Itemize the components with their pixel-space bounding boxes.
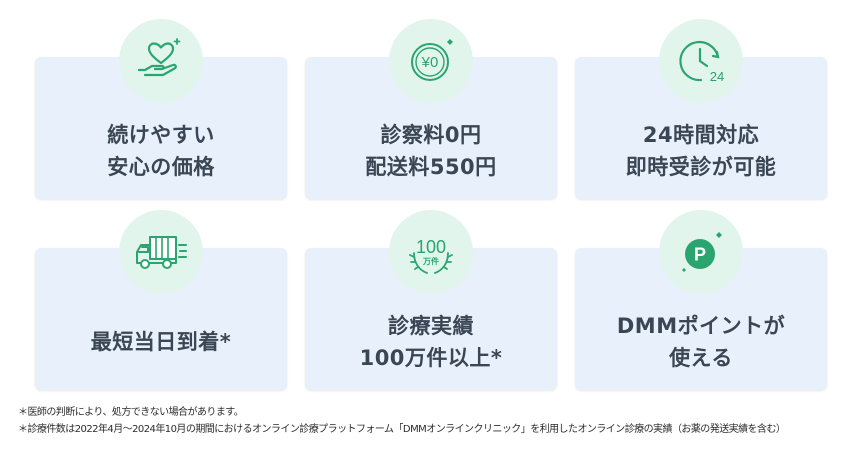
point-letter: P xyxy=(694,245,706,265)
feature-line: 配送料550円 xyxy=(365,155,497,179)
feature-text: DMMポイントが 使える xyxy=(575,302,827,382)
laurel-number-label: 100 xyxy=(416,237,446,257)
delivery-truck-icon xyxy=(136,236,187,269)
heart-hand-badge xyxy=(119,19,203,103)
point-coin-icon: P xyxy=(682,232,722,272)
feature-text: 診療実績 100万件以上* xyxy=(305,302,557,382)
yen-coin-badge: ¥0 xyxy=(389,19,473,103)
heart-hand-icon xyxy=(137,38,181,77)
footnote: ＊医師の判断により、処方できない場合があります。 xyxy=(18,407,244,418)
feature-line: 診察料0円 xyxy=(380,123,482,147)
feature-line: 続けやすい xyxy=(107,123,215,147)
footnotes: ＊医師の判断により、処方できない場合があります。 ＊診療件数は2022年4月〜2… xyxy=(18,404,858,438)
feature-line: 安心の価格 xyxy=(107,155,215,179)
clock-24-label: 24 xyxy=(710,69,724,84)
feature-text: 24時間対応 即時受診が可能 xyxy=(575,111,827,191)
laurel-unit-label: 万件 xyxy=(422,256,439,266)
feature-line: DMMポイントが xyxy=(616,314,786,338)
feature-line: 使える xyxy=(669,346,733,370)
truck-badge xyxy=(119,210,203,294)
feature-text: 続けやすい 安心の価格 xyxy=(35,111,287,191)
feature-text: 診察料0円 配送料550円 xyxy=(305,111,557,191)
yen-zero-label: ¥0 xyxy=(421,54,439,71)
clock-24-icon: 24 xyxy=(679,40,724,84)
laurel-badge: 100 万件 xyxy=(389,210,473,294)
feature-line: 最短当日到着* xyxy=(90,330,232,354)
point-badge: P xyxy=(659,210,743,294)
yen-coin-icon: ¥0 xyxy=(411,39,453,81)
feature-line: 24時間対応 xyxy=(642,123,760,147)
feature-text: 最短当日到着* xyxy=(35,302,287,382)
clock-badge: 24 xyxy=(659,19,743,103)
feature-line: 100万件以上* xyxy=(359,346,503,370)
feature-grid: 続けやすい 安心の価格 診察料0円 配送料550円 ¥0 24時間対応 即時受診… xyxy=(35,19,827,390)
footnote: ＊診療件数は2022年4月〜2024年10月の期間におけるオンライン診療プラット… xyxy=(18,424,786,435)
laurel-badge-icon: 100 万件 xyxy=(409,237,453,274)
feature-line: 即時受診が可能 xyxy=(625,155,777,179)
feature-line: 診療実績 xyxy=(388,314,474,338)
